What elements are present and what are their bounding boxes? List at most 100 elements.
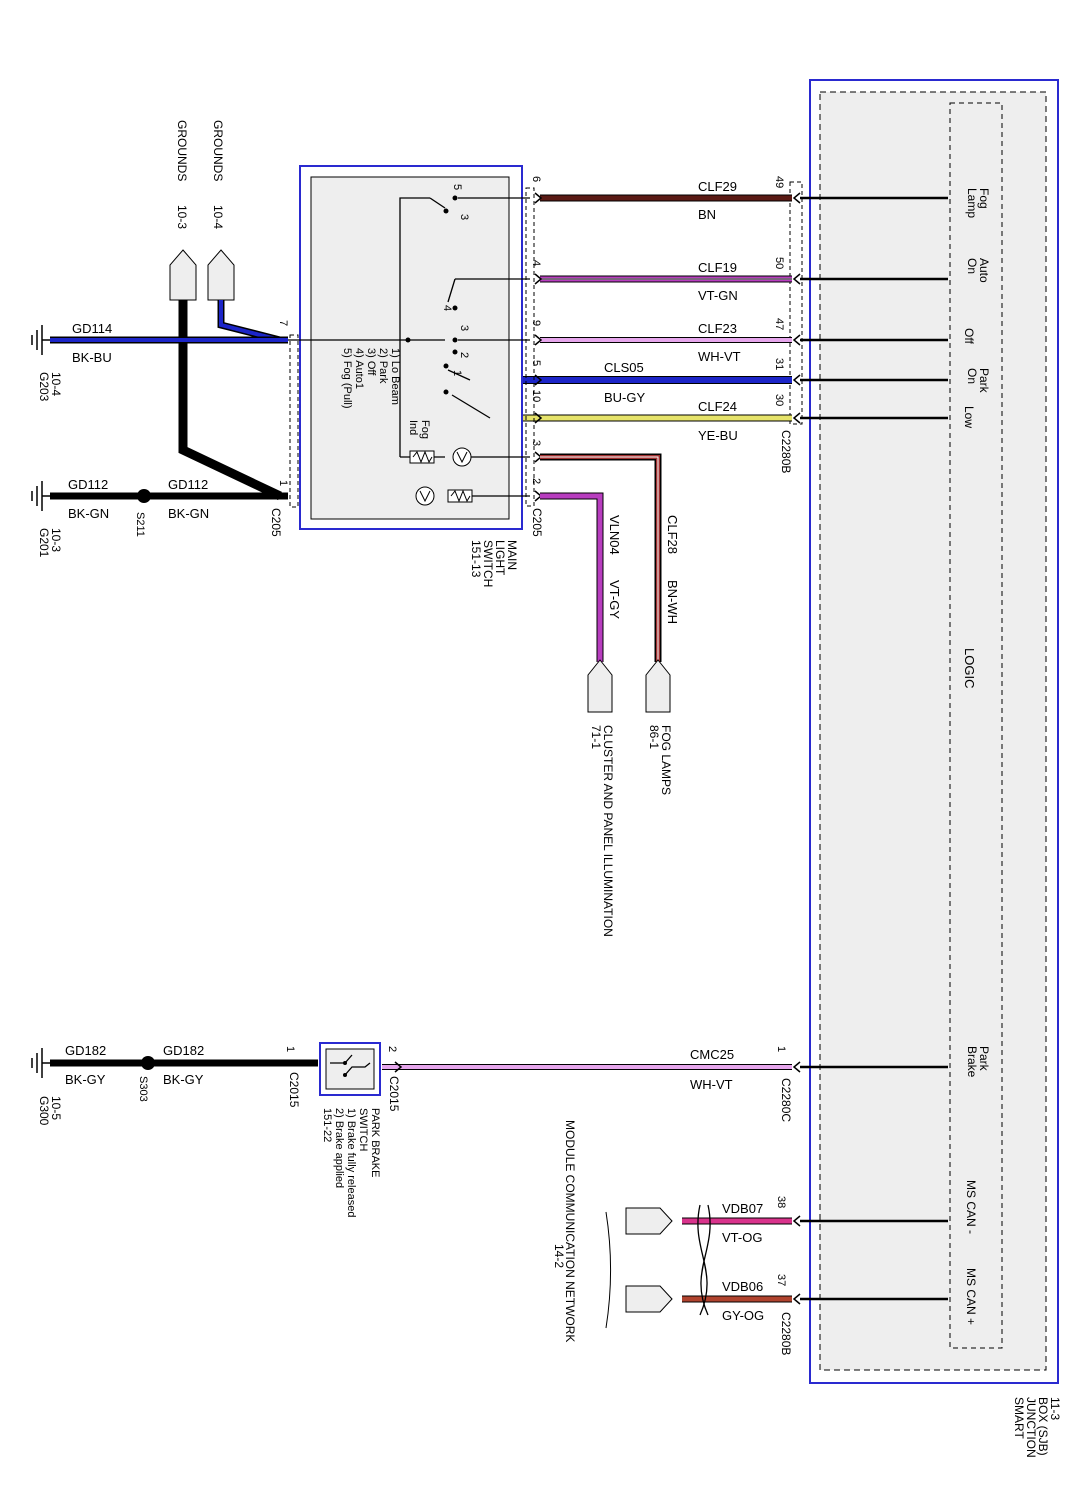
wire-clf19-color: VT-GN xyxy=(698,288,738,303)
main-light-switch: 5 3 4 3 2 1 Fog Ind 1) Lo Beam 2) Park 3… xyxy=(269,165,544,587)
switch-num-5: 5 xyxy=(451,184,463,190)
switch-num-4: 4 xyxy=(441,305,453,311)
wire-cls05-switch-pin: 5 xyxy=(530,360,542,366)
cluster-label: CLUSTER AND PANEL ILLUMINATION xyxy=(601,725,615,937)
grounds-ref1-num: 10-3 xyxy=(175,205,189,229)
fog-lamps-connector xyxy=(645,659,671,713)
input-off: Off xyxy=(962,328,976,344)
main-switch-title-3: SWITCH xyxy=(481,540,495,587)
wire-clf29-sjb-pin: 49 xyxy=(773,176,785,188)
park-brake-title-2: SWITCH xyxy=(357,1108,369,1151)
wire-vdb06-circuit: VDB06 xyxy=(722,1279,763,1294)
connector-c205-left: C205 xyxy=(269,508,283,537)
gd112-color-left: BK-GN xyxy=(68,506,109,521)
connector-c205-right: C205 xyxy=(530,508,544,537)
smart-junction-box: LOGIC SMART JUNCTION BOX (SJB) 11-3 Fog … xyxy=(779,79,1062,1458)
wire-clf19-sjb-pin: 50 xyxy=(773,257,785,269)
gd112-color-right: BK-GN xyxy=(168,506,209,521)
wire-cmc25-sjb-pin: 1 xyxy=(775,1046,787,1052)
position-fog: 5) Fog (Pull) xyxy=(341,348,353,409)
input-park-on-2: On xyxy=(965,368,979,384)
park-brake-pos-2: 2) Brake applied xyxy=(333,1108,345,1188)
input-park-brake-1: Park xyxy=(977,1046,991,1072)
position-lo-beam: 1) Lo Beam xyxy=(389,348,401,405)
grounds-ref2-num: 10-4 xyxy=(211,205,225,229)
wire-clf23-color: WH-VT xyxy=(698,349,741,364)
position-auto1: 4) Auto1 xyxy=(353,348,365,389)
grounds-ref1-title: GROUNDS xyxy=(175,120,189,181)
wire-vln04-circuit: VLN04 xyxy=(607,515,622,555)
input-fog-lamp-2: Lamp xyxy=(965,188,979,218)
module-comm-ref: 14-2 xyxy=(552,1244,566,1268)
wire-vdb07: VDB07 VT-OG 38 xyxy=(682,1196,792,1245)
g201-label: G201 xyxy=(37,528,51,558)
connector-c2015-left: C2015 xyxy=(287,1072,301,1108)
gd182-circuit-left: GD182 xyxy=(65,1043,106,1058)
switch-pin-2: 2 xyxy=(530,478,542,484)
switch-pin-7: 7 xyxy=(277,320,289,326)
wire-cls05-circuit: CLS05 xyxy=(604,360,644,375)
wire-clf24-color: YE-BU xyxy=(698,428,738,443)
wire-clf28-color: BN-WH xyxy=(665,580,680,624)
wire-clf19-switch-pin: 4 xyxy=(530,260,542,266)
position-off: 3) Off xyxy=(365,348,377,376)
can-minus-connector xyxy=(625,1207,673,1235)
wire-cmc25-color: WH-VT xyxy=(690,1077,733,1092)
gd112-circuit-right: GD112 xyxy=(168,477,208,492)
connector-c2280c: C2280C xyxy=(779,1078,793,1122)
park-brake-switch: PARK BRAKE SWITCH 1) Brake fully release… xyxy=(284,1042,401,1217)
wire-clf29-circuit: CLF29 xyxy=(698,179,737,194)
fog-lamps-ref: 86-1 xyxy=(647,725,661,749)
wire-clf29-switch-pin: 6 xyxy=(530,176,542,182)
module-comm-label: MODULE COMMUNICATION NETWORK xyxy=(563,1120,577,1342)
gd114-circuit: GD114 xyxy=(72,321,112,336)
input-low: Low xyxy=(962,406,976,428)
input-auto-on-1: Auto xyxy=(977,258,991,283)
fog-ind-2: Ind xyxy=(407,420,419,435)
splice-s303-dot xyxy=(141,1056,155,1070)
wire-vln04-color: VT-GY xyxy=(607,580,622,619)
cluster-connector xyxy=(587,659,613,713)
sjb-title-3: BOX (SJB) xyxy=(1036,1397,1050,1456)
wire-vdb06: VDB06 GY-OG 37 xyxy=(682,1274,792,1323)
wire-clf24-circuit: CLF24 xyxy=(698,399,737,414)
input-auto-on-2: On xyxy=(965,258,979,274)
wire-vdb07-sjb-pin: 38 xyxy=(775,1196,787,1208)
wire-vdb06-color: GY-OG xyxy=(722,1308,764,1323)
splice-s211: S211 xyxy=(134,512,146,537)
fog-lamps-label: FOG LAMPS xyxy=(659,725,673,795)
wire-clf23-switch-pin: 9 xyxy=(530,320,542,326)
wire-cls05-sjb-pin: 31 xyxy=(773,358,785,370)
splice-s211-dot xyxy=(137,489,151,503)
main-switch-title-1: MAIN xyxy=(505,540,519,570)
wire-clf23-sjb-pin: 47 xyxy=(773,318,785,330)
splice-s303: S303 xyxy=(137,1076,149,1102)
grounds-10-4-connector xyxy=(207,249,235,301)
wire-clf29-color: BN xyxy=(698,207,716,222)
wire-clf23-circuit: CLF23 xyxy=(698,321,737,336)
grounds-10-3-connector xyxy=(169,249,197,301)
sjb-title-1: SMART xyxy=(1012,1397,1026,1439)
grounds-ref2-title: GROUNDS xyxy=(211,120,225,181)
wire-gd182: GD182 BK-GY GD182 BK-GY S303 xyxy=(50,1043,318,1102)
sjb-logic-label: LOGIC xyxy=(962,648,977,688)
fog-ind-1: Fog xyxy=(419,420,431,439)
input-ms-can-minus: MS CAN - xyxy=(964,1180,978,1234)
connector-c2280b-bottom: C2280B xyxy=(779,1312,793,1355)
cluster-ref: 71-1 xyxy=(589,725,603,749)
wire-vdb06-sjb-pin: 37 xyxy=(775,1274,787,1286)
input-park-on-1: Park xyxy=(977,368,991,394)
connector-c2280b-top: C2280B xyxy=(779,430,793,473)
wire-clf23: CLF23 WH-VT 47 9 xyxy=(530,318,792,364)
wire-cls05-color: BU-GY xyxy=(604,390,646,405)
switch-pin-1: 1 xyxy=(277,480,289,486)
position-park: 2) Park xyxy=(377,348,389,384)
wire-clf24-sjb-pin: 30 xyxy=(773,394,785,406)
wire-clf19-circuit: CLF19 xyxy=(698,260,737,275)
wire-gd112: GD112 BK-GN GD112 BK-GN S211 xyxy=(50,477,288,537)
wire-vln04: VLN04 VT-GY xyxy=(540,492,622,662)
wire-vdb07-color: VT-OG xyxy=(722,1230,762,1245)
switch-num-3b: 3 xyxy=(458,325,470,331)
input-park-brake-2: Brake xyxy=(965,1046,979,1078)
